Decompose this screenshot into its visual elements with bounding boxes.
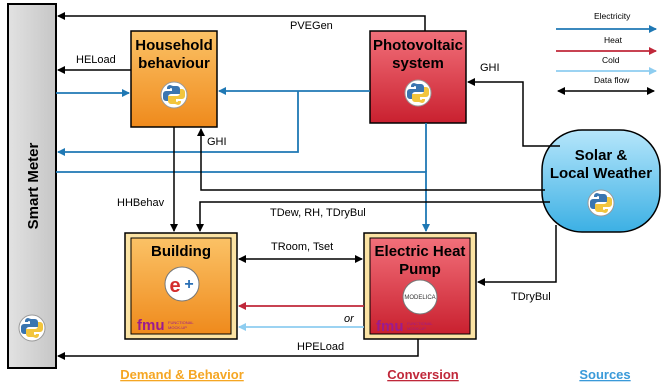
heat-pump-box: Electric Heat Pump MODELICA fmu FUNCTION… <box>363 232 477 340</box>
photovoltaic-system-box: Photovoltaic system <box>369 30 467 124</box>
weather-title-line2: Local Weather <box>550 165 652 182</box>
python-logo-icon <box>18 314 46 342</box>
fmu-logo-icon: fmu FUNCTIONAL MOCK-UP <box>137 317 194 334</box>
legend: Electricity Heat Cold Data flow <box>556 11 657 95</box>
building-box: Building e + fmu FUNCTIONAL MOCK-UP <box>124 232 238 340</box>
household-title-line2: behaviour <box>138 55 210 72</box>
label-ghi-household: GHI <box>207 136 227 148</box>
legend-heat-label: Heat <box>604 35 623 45</box>
smart-meter-label: Smart Meter <box>25 142 42 229</box>
label-hhbehav: HHBehav <box>117 197 165 209</box>
label-tdrybul: TDryBul <box>511 291 551 303</box>
python-logo-icon <box>404 79 432 107</box>
footer-conversion: Conversion <box>387 367 459 382</box>
svg-text:e: e <box>169 275 180 297</box>
svg-text:FUNCTIONAL: FUNCTIONAL <box>407 321 433 326</box>
fmu-logo-icon: fmu FUNCTIONAL MOCK-UP <box>376 318 433 335</box>
svg-text:+: + <box>184 276 193 293</box>
solar-weather-node: Solar & Local Weather <box>541 129 661 233</box>
label-hpeload: HPELoad <box>297 341 344 353</box>
heat-pump-title-line1: Electric Heat <box>375 243 466 260</box>
python-logo-icon <box>587 189 615 217</box>
label-pvegen: PVEGen <box>290 20 333 32</box>
pv-title-line2: system <box>392 55 444 72</box>
arrow-ghi-pv <box>467 78 560 147</box>
svg-text:MODELICA: MODELICA <box>404 295 435 301</box>
legend-electricity-label: Electricity <box>594 11 631 21</box>
arrow-tdrybul <box>477 225 557 286</box>
electricity-pv-to-meter <box>57 91 299 156</box>
arrow-pvegen <box>57 12 426 31</box>
household-title-line1: Household <box>135 37 213 54</box>
legend-cold-label: Cold <box>602 55 620 65</box>
label-heload: HELoad <box>76 54 116 66</box>
pv-title-line1: Photovoltaic <box>373 37 463 54</box>
footer-demand: Demand & Behavior <box>120 367 244 382</box>
footer-sources: Sources <box>579 367 630 382</box>
weather-title-line1: Solar & <box>575 147 628 164</box>
label-ghi-pv: GHI <box>480 62 500 74</box>
arrow-ghi-household <box>197 128 545 191</box>
svg-text:MOCK-UP: MOCK-UP <box>168 325 187 330</box>
svg-text:FUNCTIONAL: FUNCTIONAL <box>168 320 194 325</box>
label-tdew: TDew, RH, TDryBul <box>270 207 366 219</box>
legend-dataflow-label: Data flow <box>594 75 630 85</box>
household-behaviour-box: Household behaviour <box>130 30 218 128</box>
energyplus-logo-icon: e + <box>164 266 200 302</box>
smart-meter-box: Smart Meter <box>7 3 57 369</box>
modelica-logo-icon: MODELICA <box>402 279 438 315</box>
svg-text:MOCK-UP: MOCK-UP <box>407 326 426 331</box>
building-title: Building <box>151 243 211 260</box>
arrow-tdew <box>196 201 550 232</box>
svg-text:fmu: fmu <box>137 317 165 334</box>
svg-text:fmu: fmu <box>376 318 404 335</box>
arrow-hpeload <box>57 339 419 360</box>
label-or: or <box>344 313 355 325</box>
python-logo-icon <box>160 81 188 109</box>
heat-pump-title-line2: Pump <box>399 261 441 278</box>
label-troom: TRoom, Tset <box>271 241 333 253</box>
